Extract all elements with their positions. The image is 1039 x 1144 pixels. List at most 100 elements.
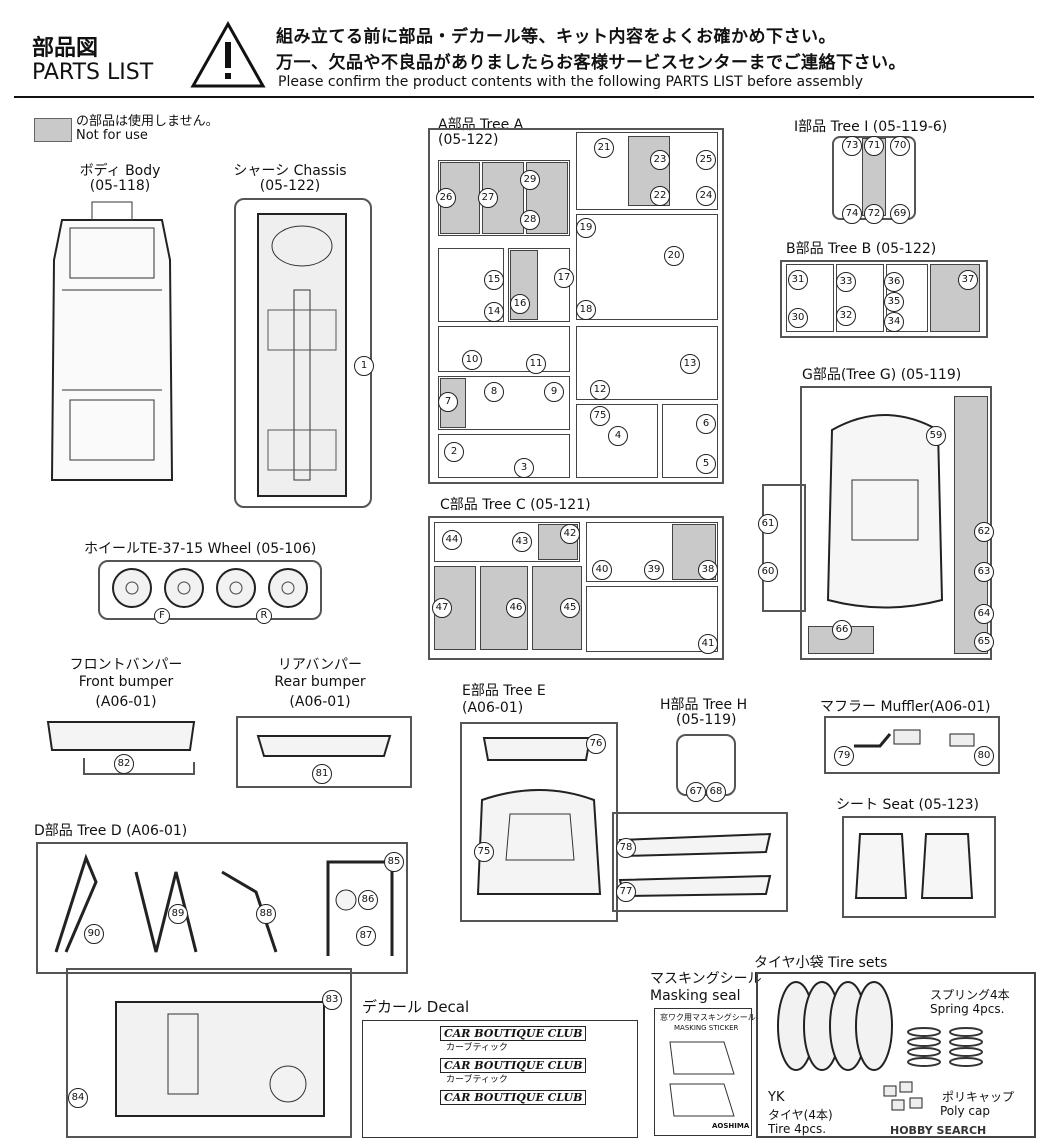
- tree-h-code: (05-119): [676, 712, 737, 728]
- part-number: 87: [356, 926, 376, 946]
- part-number: 85: [384, 852, 404, 872]
- decal-sheet: [362, 1020, 638, 1138]
- tree-a-runner: [428, 128, 724, 484]
- chassis-label: シャーシ Chassis: [233, 163, 347, 179]
- part-number: 34: [884, 312, 904, 332]
- part-number: 47: [432, 598, 452, 618]
- muffler-parts-drawing: [854, 729, 975, 748]
- part-number: 45: [560, 598, 580, 618]
- part-number: 24: [696, 186, 716, 206]
- part-number: 7: [438, 392, 458, 412]
- tree-g-side-runner: [762, 484, 806, 612]
- part-number: 76: [586, 734, 606, 754]
- part-number: 64: [974, 604, 994, 624]
- muffler-runner: [824, 716, 1000, 774]
- muffler-title: マフラー Muffler(A06-01): [820, 699, 991, 715]
- part-number: 15: [484, 270, 504, 290]
- not-for-use-swatch: [34, 118, 72, 142]
- tire-sets-title: タイヤ小袋 Tire sets: [754, 955, 888, 971]
- part-number: 29: [520, 170, 540, 190]
- notice-line-3: Please confirm the product contents with…: [278, 74, 863, 90]
- part-number: 81: [312, 764, 332, 784]
- part-number: 73: [842, 136, 862, 156]
- part-number: 46: [506, 598, 526, 618]
- rear-wheel-mark: R: [256, 608, 272, 624]
- part-number: 14: [484, 302, 504, 322]
- front-bumper-code: (A06-01): [95, 694, 157, 710]
- part-number: 65: [974, 632, 994, 652]
- roof-part-drawing: [826, 414, 944, 609]
- tree-i-title: I部品 Tree I (05-119-6): [794, 119, 948, 135]
- part-number: 37: [958, 270, 978, 290]
- front-wheel-mark: F: [154, 608, 170, 624]
- seat-parts-drawing: [854, 833, 974, 899]
- part-number: 27: [478, 188, 498, 208]
- wheel-parts-drawing: [112, 568, 308, 608]
- masking-sheet-title: 窓ワク用マスキングシール: [660, 1013, 756, 1022]
- body-part-drawing: [50, 201, 174, 481]
- tree-e-side-runner: [612, 812, 788, 912]
- wheel-title: ホイールTE-37-15 Wheel (05-106): [84, 541, 317, 557]
- tree-a-cell: [576, 404, 658, 478]
- tree-a-code: (05-122): [438, 132, 499, 148]
- tire-jp: タイヤ(4本): [768, 1108, 833, 1122]
- rear-bumper-code: (A06-01): [289, 694, 351, 710]
- decal-logo-kana: カーブティック: [446, 1043, 508, 1053]
- part-number: 75: [590, 406, 610, 426]
- tire-sets-bag: [756, 972, 1036, 1138]
- spring-drawing: [907, 1027, 983, 1067]
- part-number: 12: [590, 380, 610, 400]
- chassis-code: (05-122): [259, 178, 321, 194]
- part-number: 9: [544, 382, 564, 402]
- chassis-part-drawing: [257, 213, 347, 497]
- part-number: 63: [974, 562, 994, 582]
- tree-b-title: B部品 Tree B (05-122): [786, 241, 937, 257]
- part-number: 67: [686, 782, 706, 802]
- part-number: 28: [520, 210, 540, 230]
- part-number: 25: [696, 150, 716, 170]
- part-number: 38: [698, 560, 718, 580]
- tree-d-lower-runner: [66, 968, 352, 1138]
- part-number: 66: [832, 620, 852, 640]
- part-number: 71: [864, 136, 884, 156]
- part-number: 90: [84, 924, 104, 944]
- part-number: 35: [884, 292, 904, 312]
- part-number: 69: [890, 204, 910, 224]
- masking-sheet-sub: MASKING STICKER: [674, 1024, 739, 1032]
- masking-en: Masking seal: [650, 988, 741, 1004]
- tree-d-runner: [36, 842, 408, 974]
- part-number: 17: [554, 268, 574, 288]
- part-number: 68: [706, 782, 726, 802]
- rear-bumper-runner: [236, 716, 412, 788]
- part-number: 60: [758, 562, 778, 582]
- part-number: 77: [616, 882, 636, 902]
- header-divider: [14, 96, 1034, 98]
- tree-d-title: D部品 Tree D (A06-01): [34, 823, 188, 839]
- masking-sheet: [654, 1008, 752, 1136]
- decal-logo: CAR BOUTIQUE CLUB: [440, 1058, 587, 1073]
- part-number: 31: [788, 270, 808, 290]
- part-number: 36: [884, 272, 904, 292]
- legend-jp: の部品は使用しません。: [76, 114, 219, 129]
- tree-a-cell: [576, 214, 718, 320]
- legend-en: Not for use: [76, 128, 148, 143]
- decal-logo: CAR BOUTIQUE CLUB: [440, 1090, 587, 1105]
- part-number: 84: [68, 1088, 88, 1108]
- part-number: 89: [168, 904, 188, 924]
- tire-drawing: [777, 981, 893, 1071]
- part-number: 42: [560, 524, 580, 544]
- part-number: 30: [788, 308, 808, 328]
- tree-c-title: C部品 Tree C (05-121): [440, 497, 591, 513]
- floor-pan-drawing: [115, 1001, 325, 1117]
- tree-d-parts-drawing: [54, 853, 394, 956]
- part-number: 80: [974, 746, 994, 766]
- wheel-runner: [98, 560, 322, 620]
- part-number: 61: [758, 514, 778, 534]
- part-number: 83: [322, 990, 342, 1010]
- part-number: 75: [474, 842, 494, 862]
- spring-jp: スプリング4本: [930, 988, 1010, 1002]
- chassis-runner: [234, 198, 372, 508]
- tree-e-title: E部品 Tree E: [462, 683, 546, 699]
- part-number: 44: [442, 530, 462, 550]
- masking-shapes-drawing: [669, 1041, 735, 1117]
